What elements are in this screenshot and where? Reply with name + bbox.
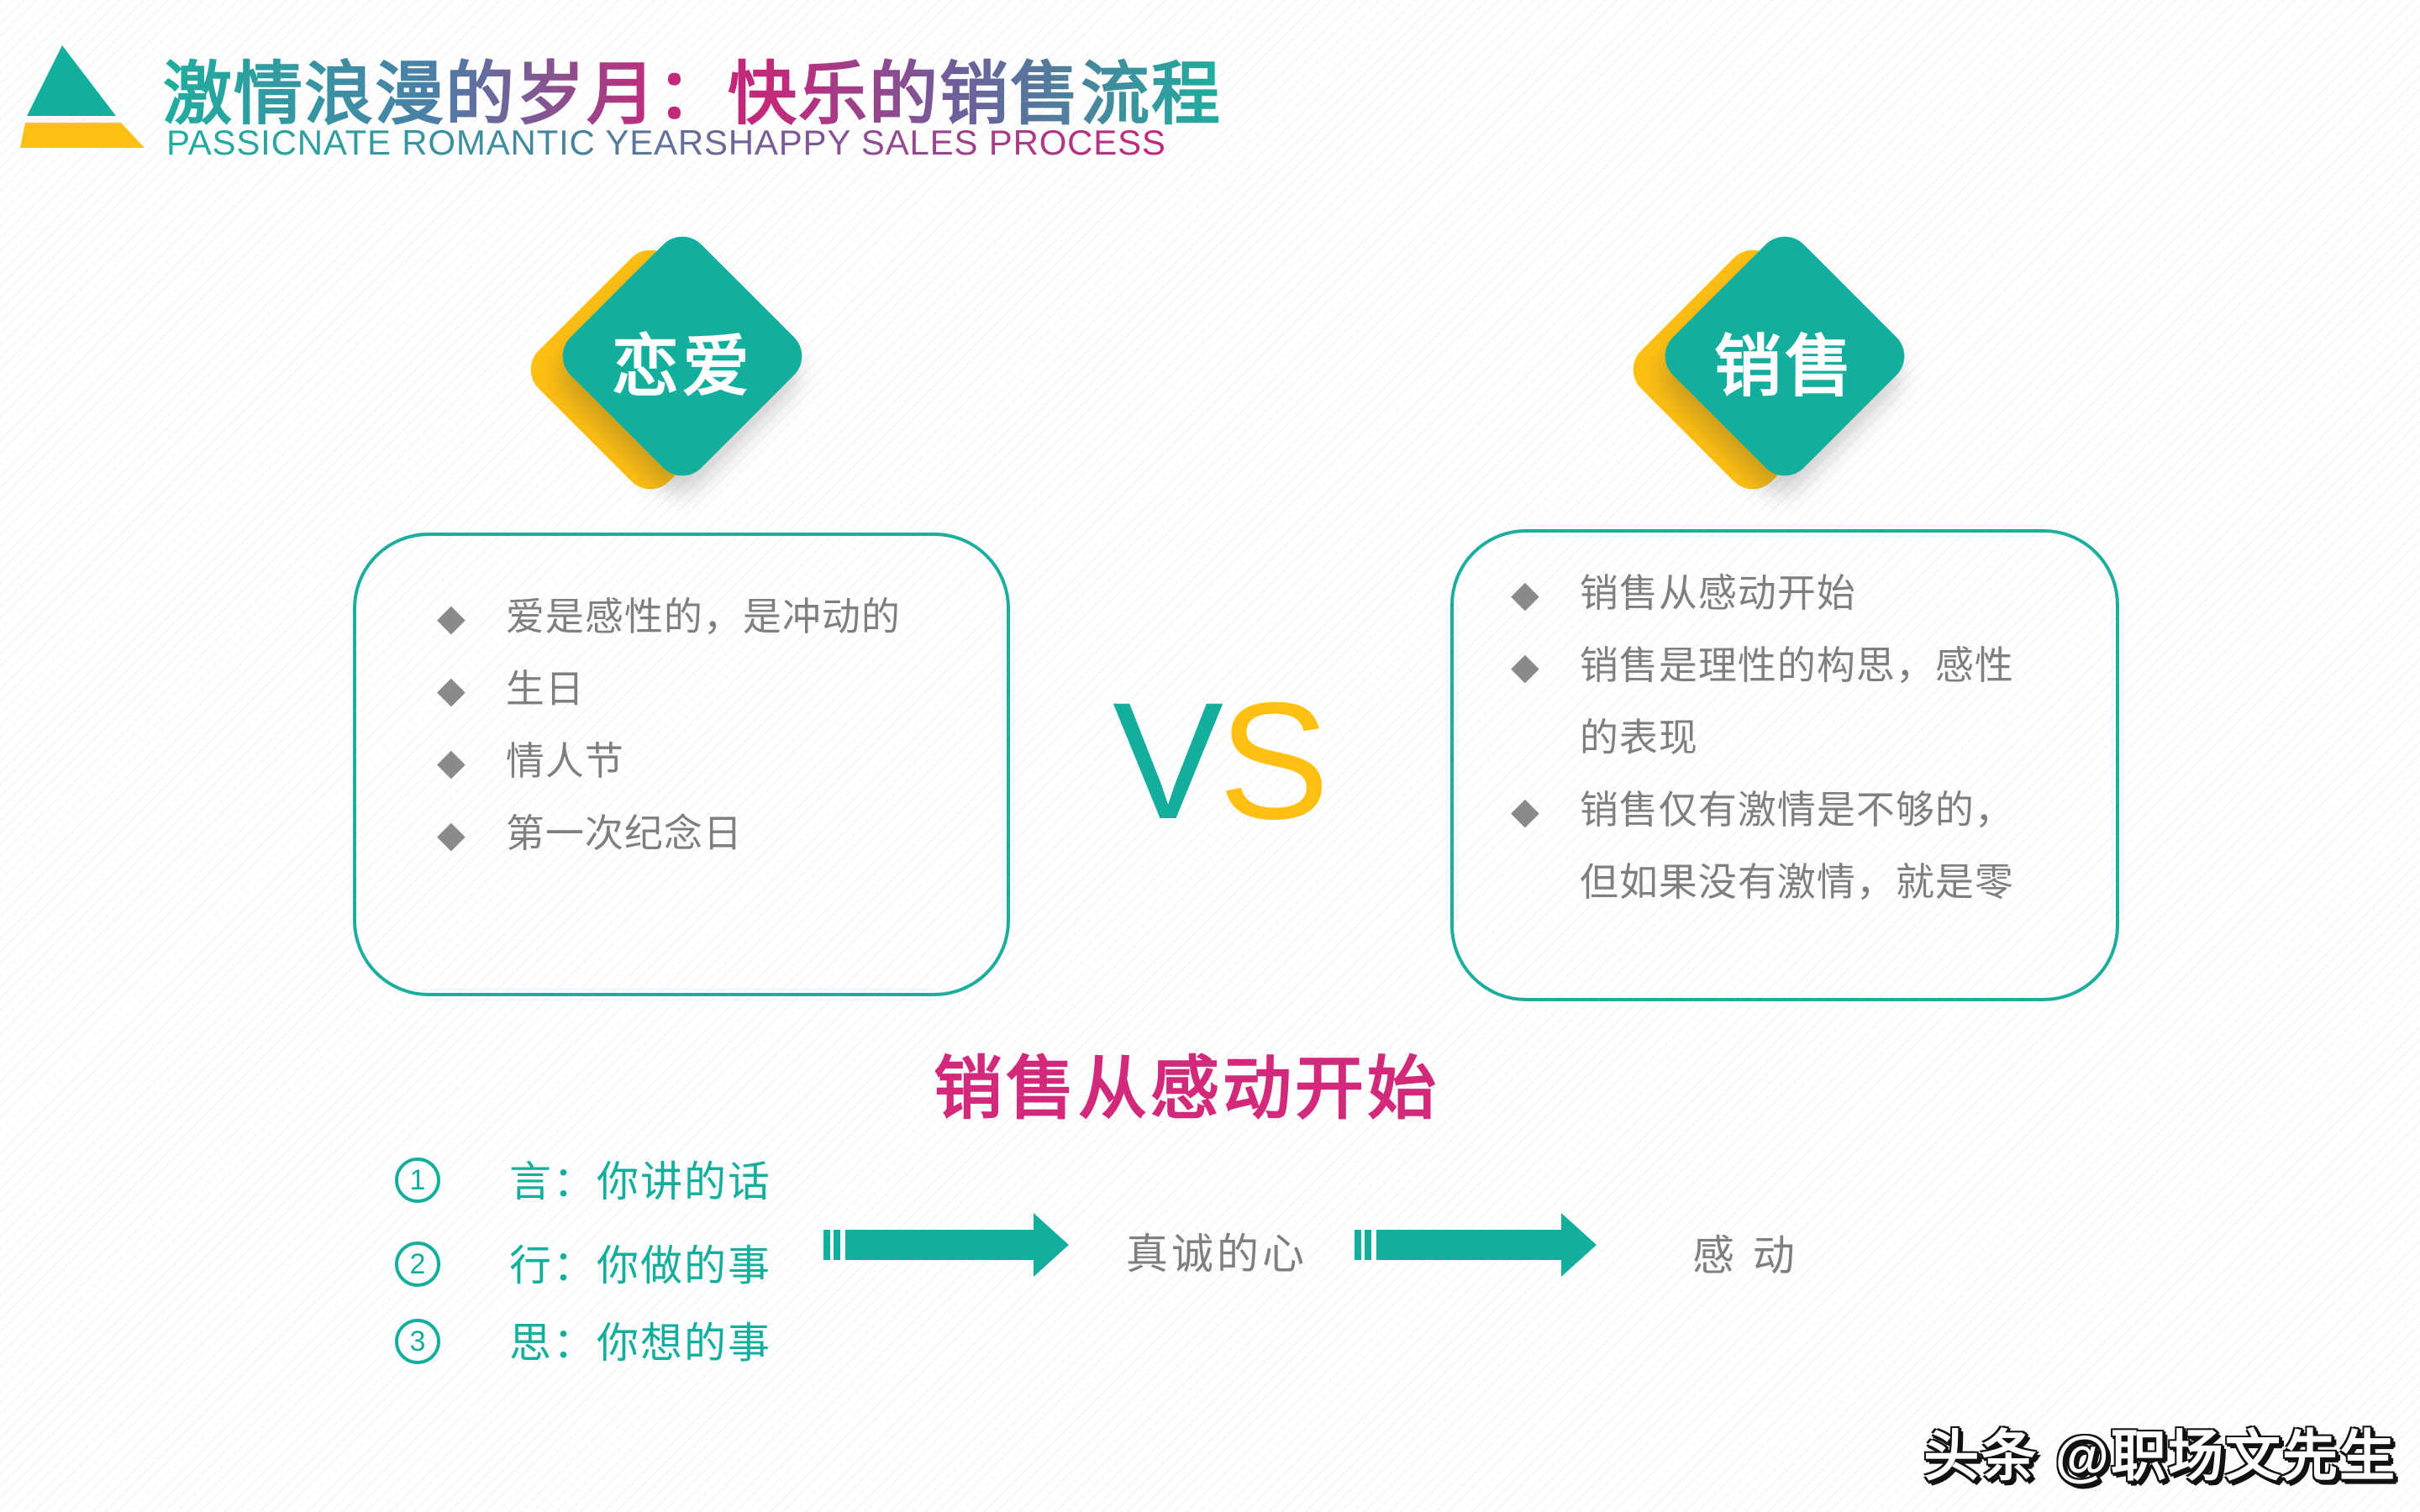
vs-text: VS bbox=[1113, 665, 1329, 857]
diamond-bullet-icon: ◆ bbox=[437, 669, 466, 711]
list-item: ◆ 第一次纪念日 bbox=[437, 798, 973, 870]
arrow-head bbox=[1034, 1213, 1069, 1277]
arrow-right-icon bbox=[823, 1213, 1069, 1277]
step-item-1: 1 言：你讲的话 bbox=[395, 1149, 771, 1210]
step-item-2: 2 行：你做的事 bbox=[395, 1233, 771, 1294]
process-heading: 销售从感动开始 bbox=[934, 1050, 1439, 1127]
watermark: 头条 @职场文先生 bbox=[1923, 1425, 2396, 1487]
arrow-body bbox=[1376, 1230, 1561, 1260]
diamond-bullet-icon: ◆ bbox=[1511, 790, 1539, 832]
circled-number-icon: 2 bbox=[395, 1241, 440, 1286]
vs-letter-s: S bbox=[1218, 667, 1329, 853]
arrow-stripe bbox=[1365, 1230, 1371, 1260]
list-item-text: 情人节 bbox=[505, 739, 624, 783]
list-item: ◆ 销售仅有激情是不够的，但如果没有激情，就是零 bbox=[1511, 774, 2082, 919]
list-item: ◆ 销售从感动开始 bbox=[1511, 558, 2082, 630]
diamond-bullet-icon: ◆ bbox=[1511, 573, 1539, 615]
step-label: 言：你讲的话 bbox=[509, 1159, 772, 1206]
arrow-head bbox=[1561, 1213, 1597, 1277]
list-item-text: 销售从感动开始 bbox=[1579, 571, 1856, 615]
diamond-bullet-icon: ◆ bbox=[437, 741, 466, 783]
diamond-bullet-icon: ◆ bbox=[1511, 645, 1539, 687]
sales-bullet-box: ◆ 销售从感动开始 ◆ 销售是理性的构思，感性的表现 ◆ 销售仅有激情是不够的，… bbox=[1450, 529, 2119, 1001]
list-item: ◆ 爱是感性的，是冲动的 bbox=[437, 581, 973, 654]
vs-letter-v: V bbox=[1113, 667, 1223, 853]
arrow-right-icon bbox=[1355, 1213, 1597, 1277]
list-item: ◆ 情人节 bbox=[437, 726, 973, 798]
love-bullet-box: ◆ 爱是感性的，是冲动的 ◆ 生日 ◆ 情人节 ◆ 第一次纪念日 bbox=[353, 533, 1010, 996]
arrow-body bbox=[845, 1230, 1034, 1260]
step-item-3: 3 思：你想的事 bbox=[395, 1310, 771, 1371]
love-diamond-label: 恋爱 bbox=[612, 331, 753, 405]
diamond-bullet-icon: ◆ bbox=[437, 813, 466, 855]
arrow-stripe bbox=[823, 1230, 830, 1260]
step-label: 思：你想的事 bbox=[509, 1320, 772, 1368]
step-label: 行：你做的事 bbox=[509, 1243, 772, 1290]
page-title: 激情浪漫的岁月：快乐的销售流程 bbox=[163, 37, 1222, 138]
sincere-heart-label: 真诚的心 bbox=[1126, 1231, 1308, 1278]
circled-number-icon: 1 bbox=[395, 1157, 440, 1202]
arrow-stripe bbox=[834, 1230, 840, 1260]
list-item-text: 销售是理性的构思，感性的表现 bbox=[1579, 643, 2014, 759]
list-item: ◆ 生日 bbox=[437, 654, 973, 726]
arrow-stripe bbox=[1355, 1230, 1361, 1260]
diamond-bullet-icon: ◆ bbox=[437, 596, 466, 638]
list-item-text: 销售仅有激情是不够的，但如果没有激情，就是零 bbox=[1579, 788, 2014, 904]
list-item-text: 第一次纪念日 bbox=[505, 811, 743, 855]
list-item: ◆ 销售是理性的构思，感性的表现 bbox=[1511, 630, 2082, 774]
sales-diamond-label: 销售 bbox=[1714, 331, 1855, 405]
list-item-text: 爱是感性的，是冲动的 bbox=[505, 595, 901, 638]
moved-label: 感 动 bbox=[1692, 1233, 1798, 1280]
circled-number-icon: 3 bbox=[395, 1318, 440, 1363]
list-item-text: 生日 bbox=[505, 667, 585, 711]
page-subtitle: PASSICNATE ROMANTIC YEARSHAPPY SALES PRO… bbox=[166, 124, 1166, 163]
mountain-logo-icon bbox=[20, 45, 145, 148]
